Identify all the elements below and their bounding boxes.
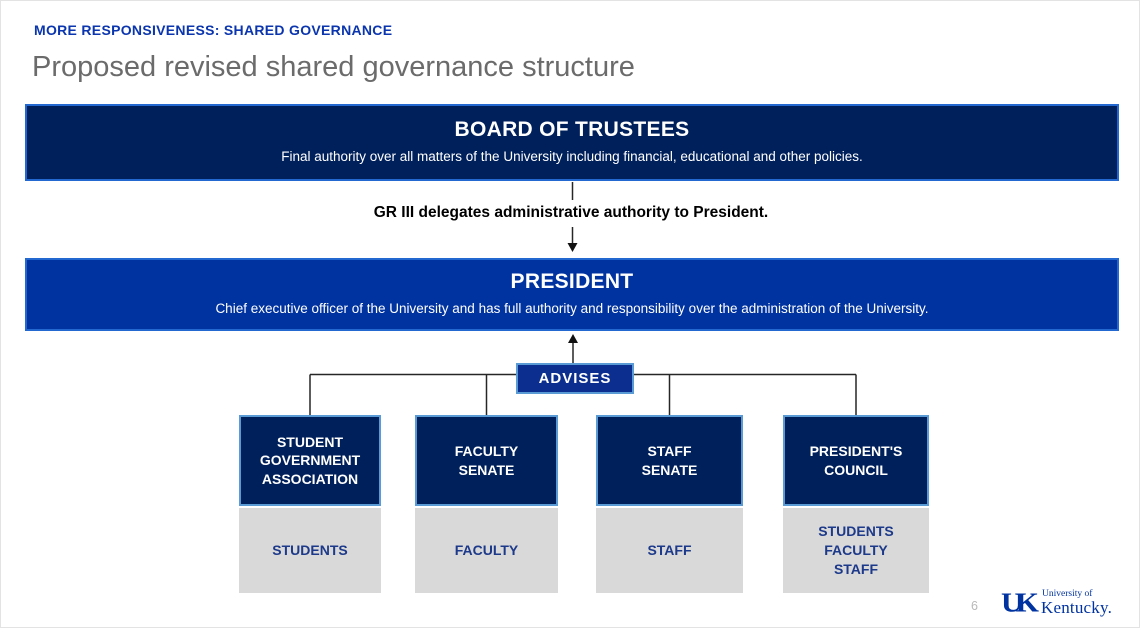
- logo-kentucky: Kentucky.: [1041, 598, 1113, 618]
- page-number: 6: [971, 599, 978, 613]
- president-box: PRESIDENT Chief executive officer of the…: [25, 258, 1119, 331]
- slide-eyebrow: MORE RESPONSIVENESS: SHARED GOVERNANCE: [34, 22, 393, 38]
- up-arrowhead: [568, 334, 578, 343]
- president-description: Chief executive officer of the Universit…: [215, 301, 929, 316]
- board-of-trustees-box: BOARD OF TRUSTEES Final authority over a…: [25, 104, 1119, 181]
- constituency-presidents-council: STUDENTS FACULTY STAFF: [783, 508, 929, 593]
- constituency-staff-senate: STAFF: [596, 508, 743, 593]
- constituency-faculty-senate: FACULTY: [415, 508, 558, 593]
- advisory-body-faculty-senate: FACULTY SENATE: [415, 415, 558, 506]
- constituency-sga: STUDENTS: [239, 508, 381, 593]
- advisory-body-sga: STUDENT GOVERNMENT ASSOCIATION: [239, 415, 381, 506]
- delegation-note: GR III delegates administrative authorit…: [373, 204, 769, 221]
- uk-logo: UK University of Kentucky.: [1001, 588, 1112, 618]
- slide-title: Proposed revised shared governance struc…: [32, 51, 635, 83]
- advisory-body-staff-senate: STAFF SENATE: [596, 415, 743, 506]
- uk-logo-text: University of Kentucky.: [1041, 589, 1112, 617]
- board-description: Final authority over all matters of the …: [281, 149, 863, 164]
- logo-university-of: University of: [1042, 588, 1093, 599]
- board-title: BOARD OF TRUSTEES: [454, 118, 690, 141]
- president-title: PRESIDENT: [510, 270, 634, 293]
- advises-box: ADVISES: [516, 363, 634, 394]
- uk-monogram-icon: UK: [1001, 587, 1039, 618]
- down-arrowhead: [567, 243, 578, 252]
- advisory-body-presidents-council: PRESIDENT'S COUNCIL: [783, 415, 929, 506]
- advises-label: ADVISES: [538, 370, 612, 387]
